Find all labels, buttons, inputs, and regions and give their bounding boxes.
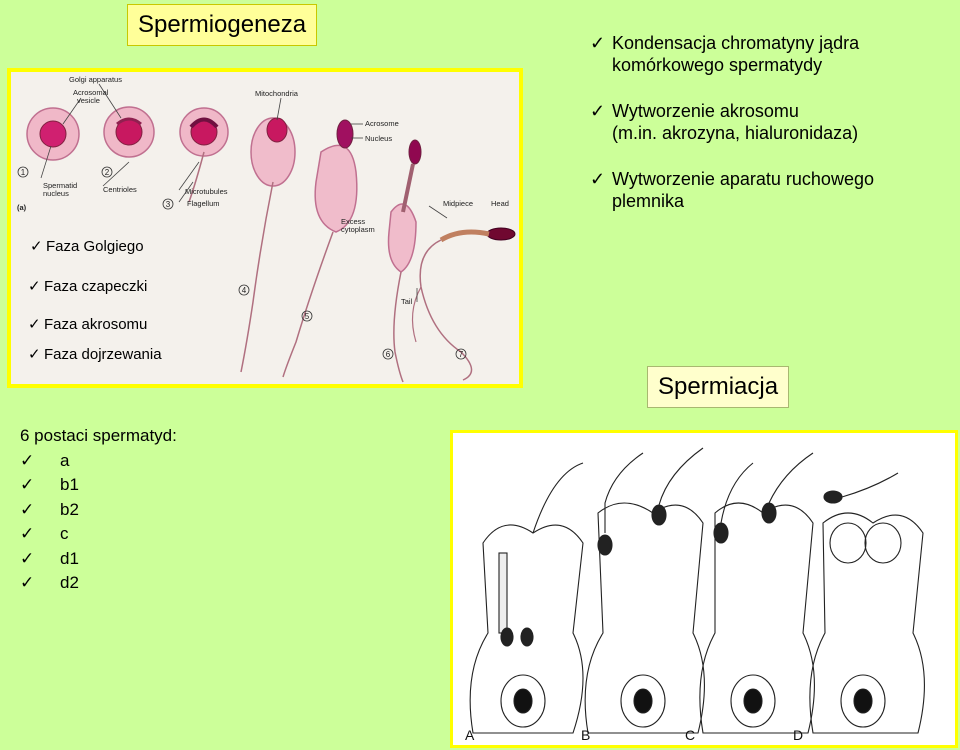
section-title-text: Spermiacja bbox=[658, 373, 779, 400]
label-cytoplasm: cytoplasm bbox=[341, 225, 375, 234]
line: komórkowego spermatydy bbox=[612, 55, 823, 75]
spermiation-illustration: A B C D bbox=[465, 447, 925, 743]
line: Wytworzenie akrosomu bbox=[612, 101, 799, 121]
section-title: Spermiacja bbox=[647, 366, 790, 408]
line: (m.in. akrozyna, hialuronidaza) bbox=[612, 123, 859, 143]
check-icon: ✓ bbox=[20, 475, 35, 494]
sertoli-cell-c bbox=[699, 452, 815, 734]
spermatid-form-item: ✓ d2 bbox=[20, 571, 177, 596]
check-icon: ✓ bbox=[30, 238, 43, 255]
step-2: 2 bbox=[105, 168, 110, 177]
spermiation-figure: A B C D bbox=[450, 430, 958, 748]
panel-label-b: B bbox=[581, 727, 590, 743]
step-3: 3 bbox=[166, 200, 171, 209]
cell-stage-5 bbox=[282, 119, 358, 378]
step-1: 1 bbox=[21, 168, 26, 177]
phase-item: ✓ Faza akrosomu bbox=[28, 316, 147, 334]
spermatid-forms-list: 6 postaci spermatyd: ✓a ✓b1 ✓b2 ✓c ✓d1 ✓… bbox=[20, 424, 177, 596]
label-spermatid: Spermatid bbox=[43, 181, 77, 190]
cell-stage-6 bbox=[387, 139, 422, 383]
label-acrosome: Acrosome bbox=[365, 119, 399, 128]
cell-stage-7 bbox=[411, 227, 516, 381]
form-label: d2 bbox=[60, 573, 79, 592]
label-centrioles: Centrioles bbox=[103, 185, 137, 194]
label-head: Head bbox=[491, 199, 509, 208]
form-label: d1 bbox=[60, 548, 79, 568]
label-midpiece: Midpiece bbox=[443, 199, 473, 208]
label-flagellum: Flagellum bbox=[187, 199, 220, 208]
phase-item: ✓ Faza Golgiego bbox=[30, 238, 144, 256]
phase-label: Faza akrosomu bbox=[44, 316, 148, 333]
check-icon: ✓ bbox=[20, 573, 35, 592]
spermatid-form-item: ✓a bbox=[20, 449, 177, 474]
check-icon: ✓ bbox=[20, 499, 35, 519]
form-label: b1 bbox=[60, 475, 79, 494]
line: plemnika bbox=[612, 191, 685, 211]
spermatid-forms-heading: 6 postaci spermatyd: bbox=[20, 426, 177, 445]
label-fig-a: (a) bbox=[17, 203, 27, 212]
label-acrosomal: Acrosomal bbox=[73, 88, 109, 97]
label-golgi: Golgi apparatus bbox=[69, 75, 122, 84]
step-5: 5 bbox=[305, 312, 310, 321]
label-vesicle: vesicle bbox=[77, 96, 100, 105]
label-nucleus: Nucleus bbox=[365, 134, 392, 143]
form-label: a bbox=[60, 450, 70, 470]
spermatid-form-item: ✓ d1 bbox=[20, 547, 177, 572]
panel-label-d: D bbox=[793, 727, 803, 743]
check-icon: ✓ bbox=[590, 33, 606, 53]
form-label: c bbox=[60, 524, 69, 543]
leader-lines bbox=[40, 83, 448, 302]
sertoli-cell-a bbox=[469, 462, 584, 734]
spermatid-form-item: ✓ b1 bbox=[20, 473, 177, 498]
phase-item: ✓ Faza dojrzewania bbox=[28, 346, 162, 364]
check-icon: ✓ bbox=[20, 450, 35, 470]
phase-label: Faza czapeczki bbox=[44, 278, 148, 295]
phase-label: Faza dojrzewania bbox=[44, 346, 162, 363]
spermatid-form-item: ✓ b2 bbox=[20, 498, 177, 523]
panel-label-c: C bbox=[685, 727, 695, 743]
step-7: 7 bbox=[459, 350, 464, 359]
phase-label: Faza Golgiego bbox=[46, 238, 144, 255]
spermiogenesis-figure: Golgi apparatus Acrosomal vesicle Mitoch… bbox=[7, 68, 523, 388]
cell-stage-1 bbox=[26, 107, 80, 161]
sertoli-cell-b bbox=[584, 447, 705, 734]
sertoli-cell-d bbox=[809, 472, 925, 734]
label-microtubules: Microtubules bbox=[185, 187, 228, 196]
spermatid-form-item: ✓c bbox=[20, 522, 177, 547]
cell-stage-3 bbox=[179, 107, 229, 203]
label-excess: Excess bbox=[341, 217, 365, 226]
label-tail: Tail bbox=[401, 297, 413, 306]
cell-stage-2 bbox=[103, 106, 155, 158]
cell-stage-4 bbox=[240, 117, 296, 373]
label-mitochondria: Mitochondria bbox=[255, 89, 299, 98]
panel-label-a: A bbox=[465, 727, 475, 743]
page-title: Spermiogeneza bbox=[127, 4, 318, 46]
label-spermatid-nucleus: nucleus bbox=[43, 189, 69, 198]
spermiogenesis-illustration: Golgi apparatus Acrosomal vesicle Mitoch… bbox=[17, 75, 516, 383]
step-6: 6 bbox=[386, 350, 391, 359]
form-label: b2 bbox=[60, 499, 79, 519]
line: Wytworzenie aparatu ruchowego bbox=[612, 169, 874, 189]
check-icon: ✓ bbox=[590, 169, 606, 189]
check-icon: ✓ bbox=[28, 346, 41, 363]
process-item-text: Wytworzenie akrosomu(m.in. akrozyna, hia… bbox=[612, 100, 858, 144]
step-4: 4 bbox=[242, 286, 247, 295]
check-icon: ✓ bbox=[28, 278, 41, 295]
check-icon: ✓ bbox=[20, 524, 35, 543]
line: Kondensacja chromatyny jądra bbox=[612, 33, 860, 53]
phase-item: ✓ Faza czapeczki bbox=[28, 278, 147, 296]
process-item: ✓ Wytworzenie akrosomu(m.in. akrozyna, h… bbox=[590, 100, 950, 144]
check-icon: ✓ bbox=[28, 316, 41, 333]
page-title-text: Spermiogeneza bbox=[138, 11, 307, 38]
check-icon: ✓ bbox=[20, 548, 35, 568]
check-icon: ✓ bbox=[590, 101, 606, 121]
